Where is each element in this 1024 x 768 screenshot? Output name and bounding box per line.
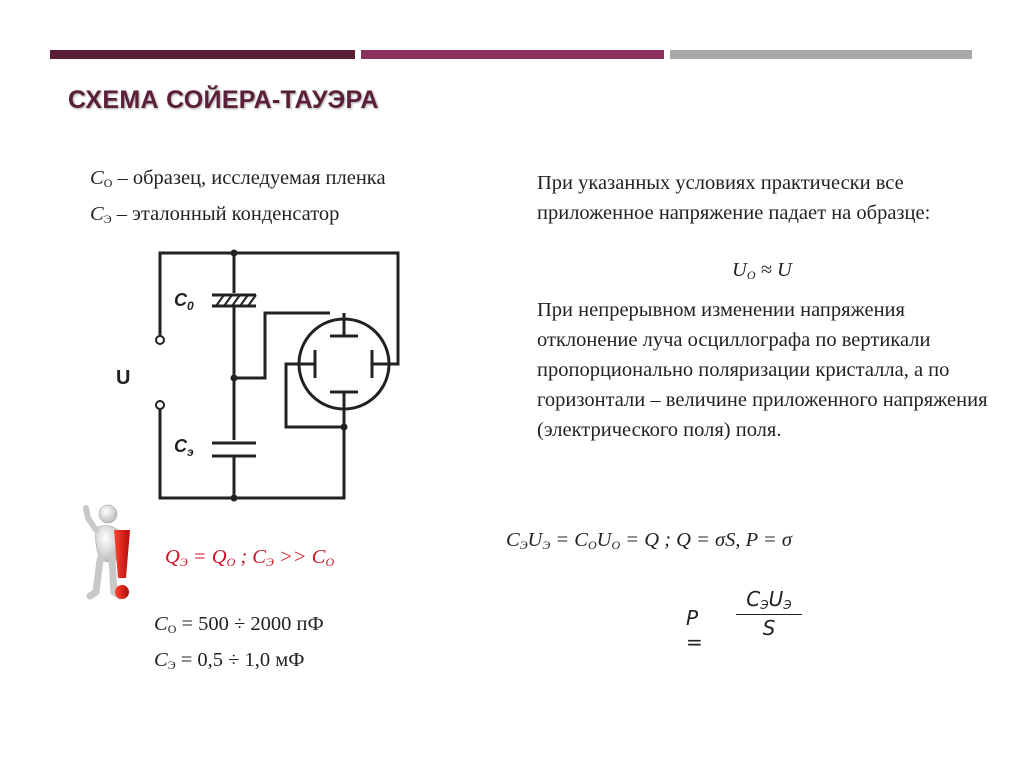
legend: CO – образец, исследуемая пленка CЭ – эт… (90, 163, 386, 235)
label-c0: C0 (174, 290, 194, 313)
wire-left-top (158, 251, 234, 330)
charge-relation-note: QЭ = QO ; CЭ >> CO (165, 546, 335, 569)
wire-bottom (158, 408, 346, 500)
header-bar-dark (50, 50, 355, 59)
page-title: СХЕМА СОЙЕРА-ТАУЭРА (68, 86, 379, 114)
capacitance-values: CO = 500 ÷ 2000 пФ CЭ = 0,5 ÷ 1,0 мФ (154, 609, 324, 681)
header-bar-gray (670, 50, 972, 59)
paragraph-voltage-drop: При указанных условиях практически все п… (537, 172, 931, 224)
formula-uo: UO ≈ U (732, 259, 792, 282)
fraction: CЭUЭ S (736, 587, 802, 640)
value-c0: CO = 500 ÷ 2000 пФ (154, 613, 324, 636)
charge-equation: CЭUЭ = COUO = Q ; Q = σS, P = σ (506, 529, 792, 552)
label-u: U (116, 367, 130, 389)
circuit-diagram: C0 Cэ U (116, 249, 400, 502)
value-ce: CЭ = 0,5 ÷ 1,0 мФ (154, 649, 305, 672)
legend-c0: CO – образец, исследуемая пленка (90, 167, 386, 190)
wire-top-right (234, 251, 400, 366)
paragraph-oscilloscope: При непрерывном изменении напряжения отк… (537, 299, 988, 441)
header-bar-mid (361, 50, 664, 59)
person-with-exclamation-icon (83, 504, 130, 600)
legend-ce: CЭ – эталонный конденсатор (90, 203, 340, 226)
label-ce: Cэ (174, 436, 194, 459)
